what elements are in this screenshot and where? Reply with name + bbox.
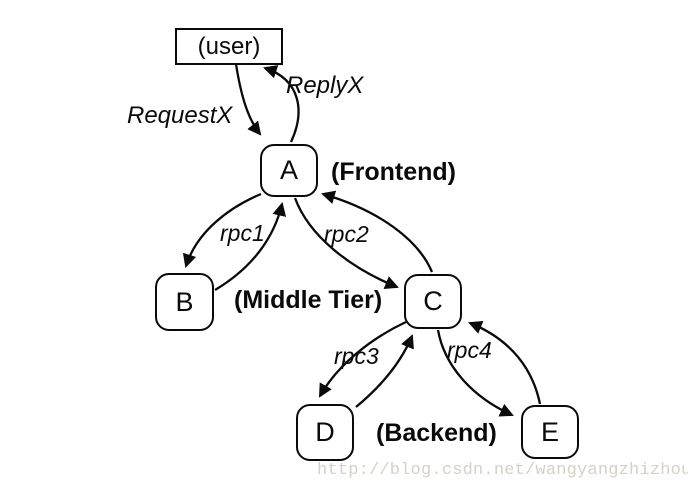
arrow-requestx-user-to-a: [234, 63, 262, 136]
node-c-middle-tier: C: [404, 274, 462, 329]
node-e-backend: E: [521, 405, 579, 459]
edge-label-rpc2: rpc2: [324, 221, 369, 247]
tier-label-middle-tier: (Middle Tier): [234, 286, 383, 314]
arrow-replyx-a-to-user: [263, 65, 300, 143]
node-user: (user): [175, 28, 283, 65]
csdn-watermark-url: http://blog.csdn.net/wangyangzhizhou: [317, 461, 688, 480]
edge-label-rpc4: rpc4: [447, 337, 492, 363]
arrow-rpc4-e-to-c: [468, 321, 542, 405]
arrow-rpc4-c-to-e: [436, 329, 514, 417]
node-c-label: C: [423, 286, 443, 316]
node-a-label: A: [279, 155, 298, 185]
arrow-rpc3-c-to-d: [318, 320, 407, 398]
node-e-label: E: [540, 416, 559, 447]
edge-label-rpc3: rpc3: [334, 343, 379, 369]
arrow-rpc2-a-to-c: [293, 197, 399, 289]
node-a-frontend: A: [260, 144, 318, 197]
arrow-rpc1-a-to-b: [182, 192, 262, 268]
arrow-rpc1-b-to-a: [214, 201, 287, 291]
node-d-label: D: [315, 417, 335, 447]
edge-label-requestx: RequestX: [127, 102, 233, 129]
edge-label-replyx: ReplyX: [286, 72, 364, 99]
tier-label-frontend: (Frontend): [331, 158, 456, 186]
edge-label-rpc1: rpc1: [220, 220, 265, 246]
node-b-label: B: [175, 286, 194, 317]
node-d-backend: D: [296, 404, 354, 461]
arrow-rpc3-d-to-c: [355, 334, 414, 408]
node-b-middle-tier: B: [155, 273, 214, 331]
tier-label-backend: (Backend): [376, 419, 497, 447]
arrow-rpc2-c-to-a: [321, 190, 434, 273]
node-user-label: (user): [197, 32, 261, 60]
